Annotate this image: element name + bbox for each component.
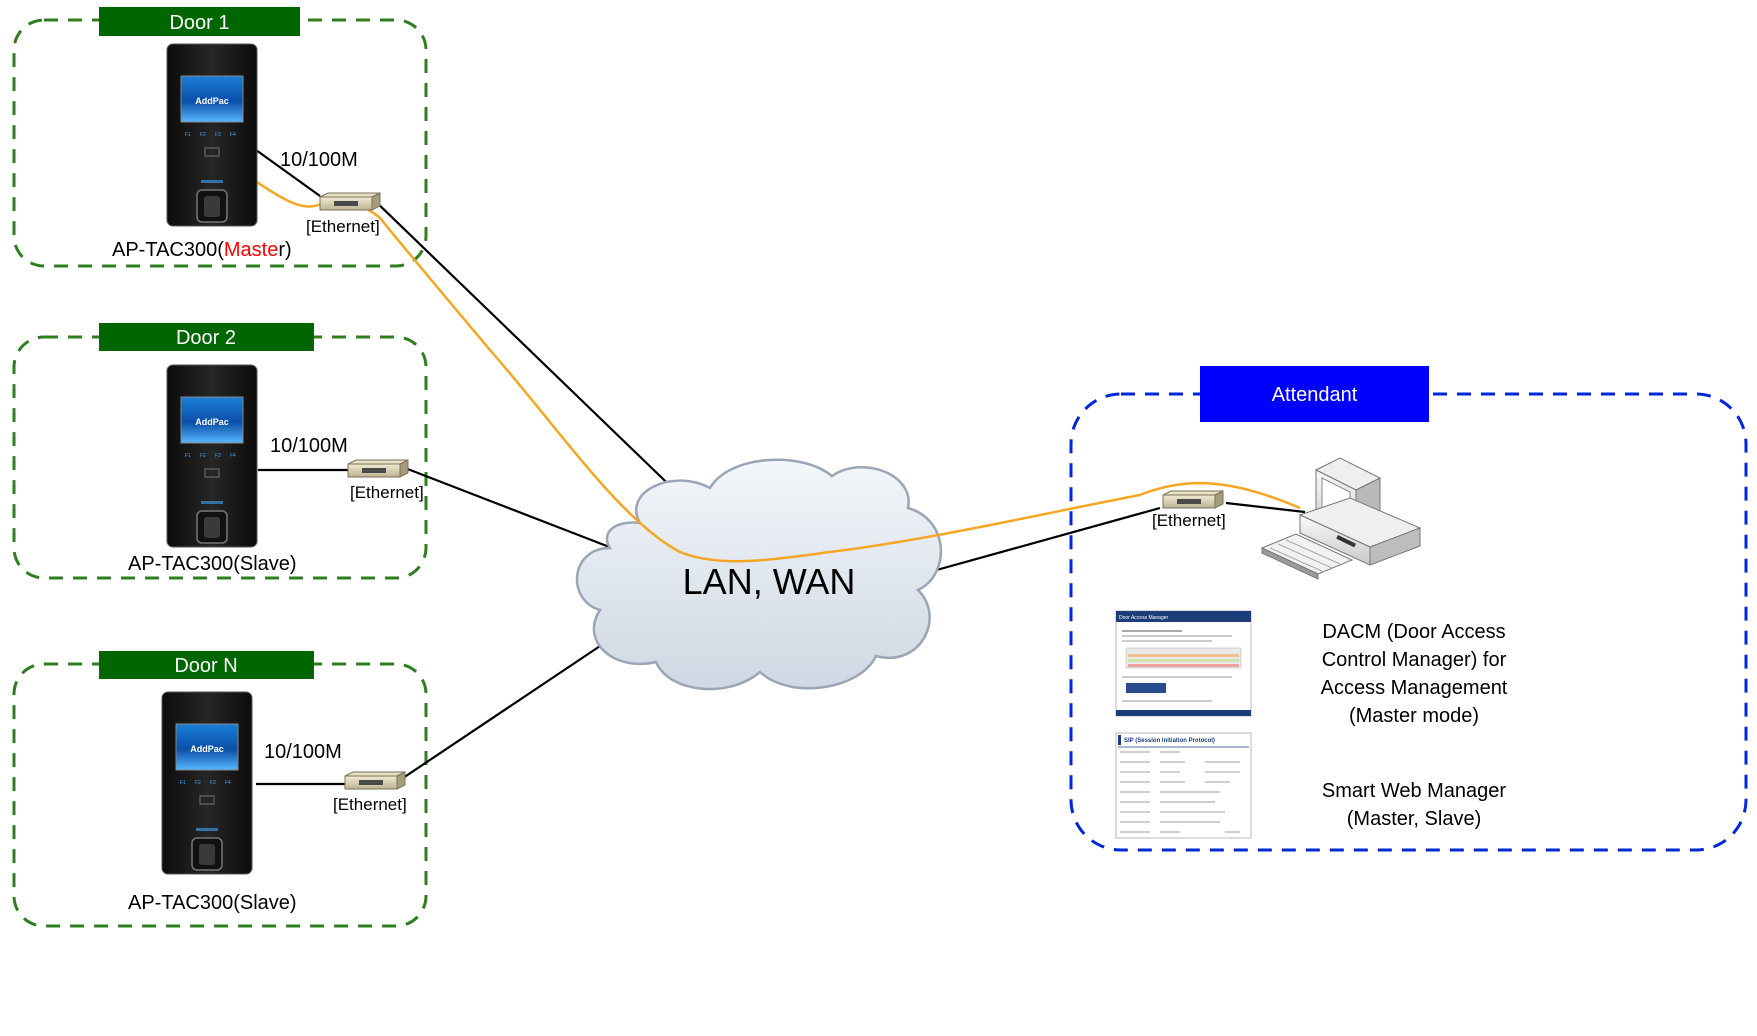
ap-tac300-device-2: AddPac F1 F2 F3 F4 — [166, 364, 258, 548]
device-key-f3: F3 — [215, 453, 221, 459]
device-label-prefix: AP-TAC300( — [112, 239, 224, 261]
door-2-group: Door 2 — [12, 323, 428, 580]
device-key-f1: F1 — [185, 132, 191, 138]
device-key-f1: F1 — [180, 780, 186, 786]
device-key-f4: F4 — [225, 780, 231, 786]
attendant-uplink — [914, 506, 1161, 578]
door-n-group: Door N — [12, 651, 428, 928]
device-key-f2: F2 — [200, 132, 206, 138]
device-key-f3: F3 — [215, 132, 221, 138]
door-1-title: Door 1 — [169, 12, 229, 34]
device-key-f4: F4 — [230, 132, 236, 138]
device-key-f2: F2 — [195, 780, 201, 786]
device-label-master: Maste — [224, 239, 278, 261]
card-icon — [204, 468, 220, 478]
attendant-title-bar — [1200, 366, 1429, 422]
door-1-device-label: AP-TAC300(Master) — [112, 239, 292, 261]
door-n-uplink — [402, 635, 616, 779]
pc-icon — [1260, 457, 1422, 580]
device-key-f1: F1 — [185, 453, 191, 459]
attendant-pc-cable — [1225, 501, 1306, 514]
device-brand: AddPac — [190, 744, 224, 754]
cloud-label: LAN, WAN — [683, 561, 856, 602]
ethernet-switch-door-n — [344, 771, 406, 790]
dacm-line-2: Control Manager) for — [1322, 649, 1507, 671]
dacm-thumb-title: Door Access Manager — [1119, 615, 1169, 621]
door-2-uplink — [404, 466, 613, 550]
device-label-suffix: r) — [278, 239, 291, 261]
dacm-line-4: (Master mode) — [1349, 705, 1479, 727]
door-2-title-bar — [99, 323, 314, 351]
device-key-f3: F3 — [210, 780, 216, 786]
door-n-speed-label: 10/100M — [264, 741, 342, 763]
connections — [255, 149, 1306, 786]
ap-tac300-device-n: AddPac F1 F2 F3 F4 — [161, 691, 253, 875]
door-1-cable — [255, 149, 321, 197]
ethernet-switch-door-1 — [319, 192, 381, 211]
attendant-group: Attendant — [1069, 366, 1748, 852]
door-n-device-label: AP-TAC300(Slave) — [128, 892, 297, 914]
ap-tac300-device-1: AddPac F1 F2 F3 F4 — [166, 43, 258, 227]
door-1-title-bar — [99, 7, 300, 36]
ethernet-switch-door-2 — [347, 459, 409, 478]
door-1-group: Door 1 — [12, 7, 428, 268]
device-brand: AddPac — [195, 96, 229, 106]
dacm-description: DACM (Door Access Control Manager) for A… — [1321, 621, 1508, 727]
dacm-line-1: DACM (Door Access — [1322, 621, 1505, 643]
attendant-border — [1069, 392, 1748, 852]
device-key-f4: F4 — [230, 453, 236, 459]
dacm-screenshot-thumbnail: Door Access Manager — [1115, 610, 1252, 717]
lan-wan-cloud: LAN, WAN — [575, 458, 942, 691]
door-2-title: Door 2 — [176, 327, 236, 349]
dacm-line-3: Access Management — [1321, 677, 1508, 699]
door-2-speed-label: 10/100M — [270, 435, 348, 457]
door-1-uplink — [371, 197, 691, 506]
device-screen — [175, 723, 239, 771]
card-icon — [204, 147, 220, 157]
card-icon — [199, 795, 215, 805]
door-2-ethernet-label: [Ethernet] — [350, 483, 424, 502]
door-n-title: Door N — [174, 655, 237, 677]
swm-line-2: (Master, Slave) — [1347, 808, 1481, 830]
device-brand: AddPac — [195, 417, 229, 427]
door-n-ethernet-label: [Ethernet] — [333, 795, 407, 814]
device-screen — [180, 75, 244, 123]
swm-thumb-title: SIP (Session Initiation Protocol) — [1124, 738, 1215, 744]
door-n-title-bar — [99, 651, 314, 679]
door-2-device-label: AP-TAC300(Slave) — [128, 553, 297, 575]
cloud-shape — [575, 458, 942, 691]
device-screen — [180, 396, 244, 444]
smart-web-manager-thumbnail: SIP (Session Initiation Protocol) — [1115, 732, 1252, 839]
attendant-title: Attendant — [1272, 384, 1358, 406]
door-1-ethernet-label: [Ethernet] — [306, 217, 380, 236]
swm-line-1: Smart Web Manager — [1322, 780, 1506, 802]
device-key-f2: F2 — [200, 453, 206, 459]
door-1-speed-label: 10/100M — [280, 149, 358, 171]
swm-description: Smart Web Manager (Master, Slave) — [1322, 780, 1506, 830]
attendant-ethernet-label: [Ethernet] — [1152, 511, 1226, 530]
ethernet-switch-attendant — [1162, 490, 1224, 509]
